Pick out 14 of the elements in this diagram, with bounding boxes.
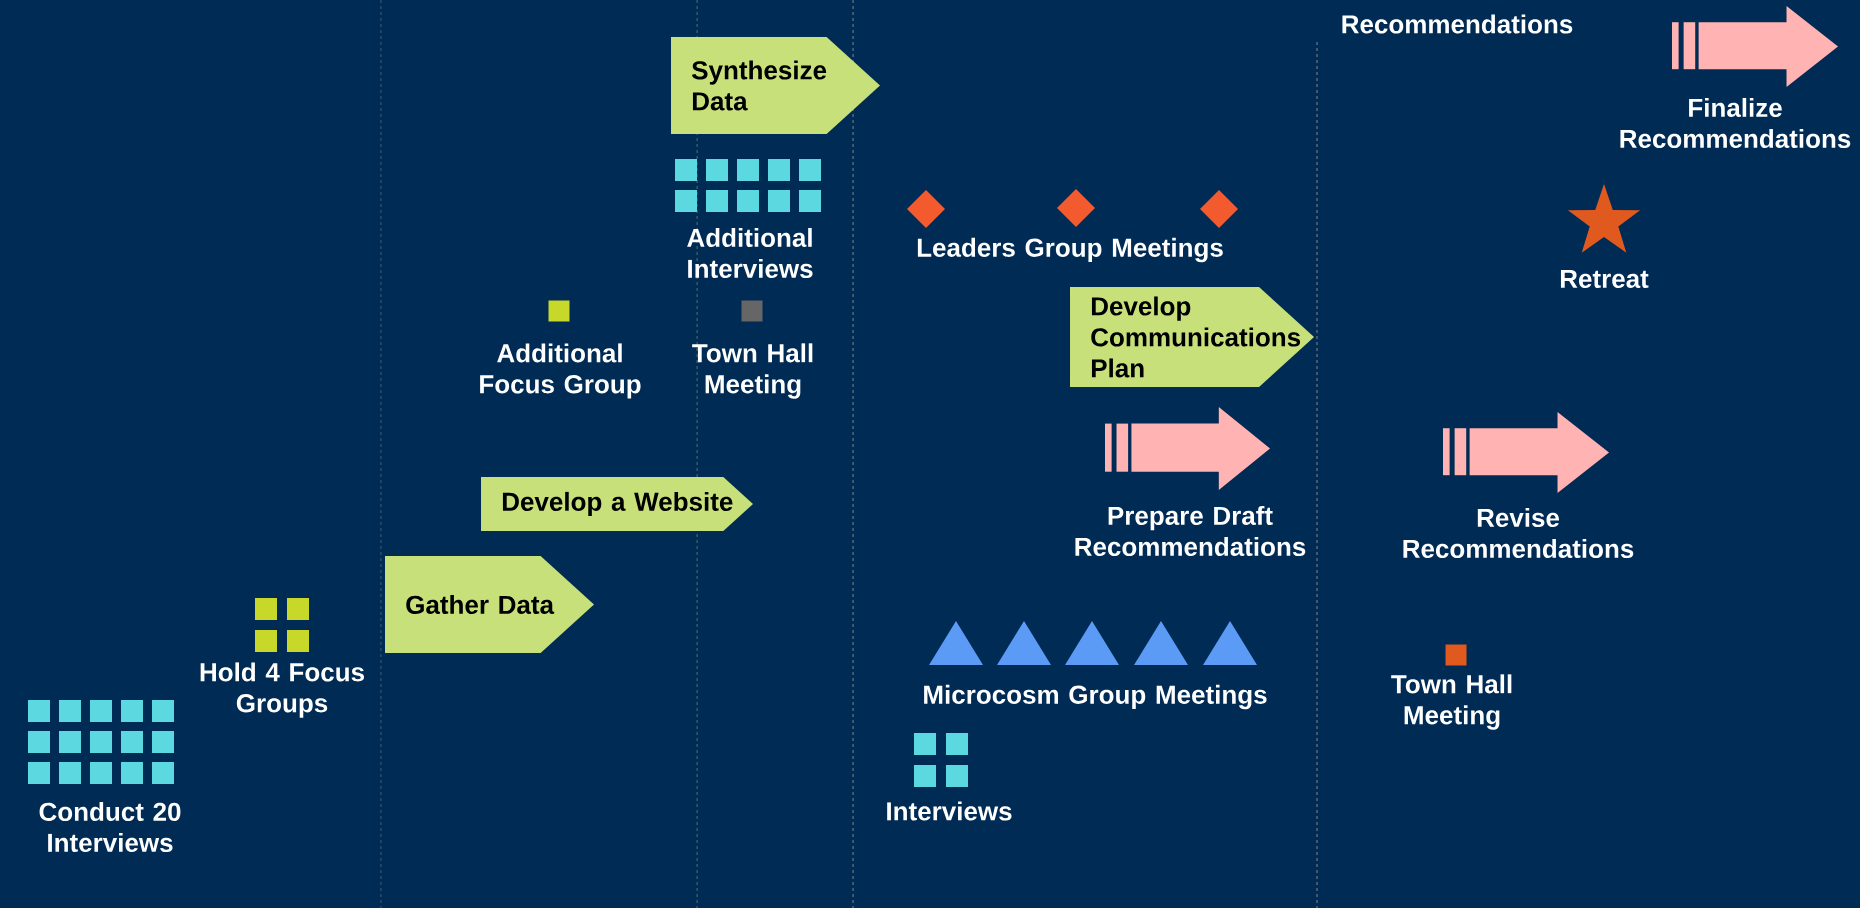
marker-label: Additional Focus Group <box>480 343 641 399</box>
arrow-caption: Finalize Recommendations <box>1620 97 1851 149</box>
marker-label: Additional Interviews <box>687 227 813 279</box>
arrow-caption: Revise Recommendations <box>1403 507 1634 559</box>
marker-label: Leaders Group Meetings <box>917 237 1223 263</box>
marker-label: Microcosm Group Meetings <box>924 684 1267 710</box>
marker-label: Hold 4 Focus Groups <box>200 662 364 718</box>
marker-label: Town Hall Meeting <box>1391 674 1512 730</box>
marker-label: Retreat <box>1560 269 1649 289</box>
marker-label: Town Hall Meeting <box>692 343 813 399</box>
marker-label: Recommendations <box>1342 14 1573 34</box>
marker-label: Interviews <box>887 801 1012 821</box>
marker-label: Conduct 20 Interviews <box>39 801 181 853</box>
arrow-caption: Prepare Draft Recommendations <box>1075 505 1306 557</box>
